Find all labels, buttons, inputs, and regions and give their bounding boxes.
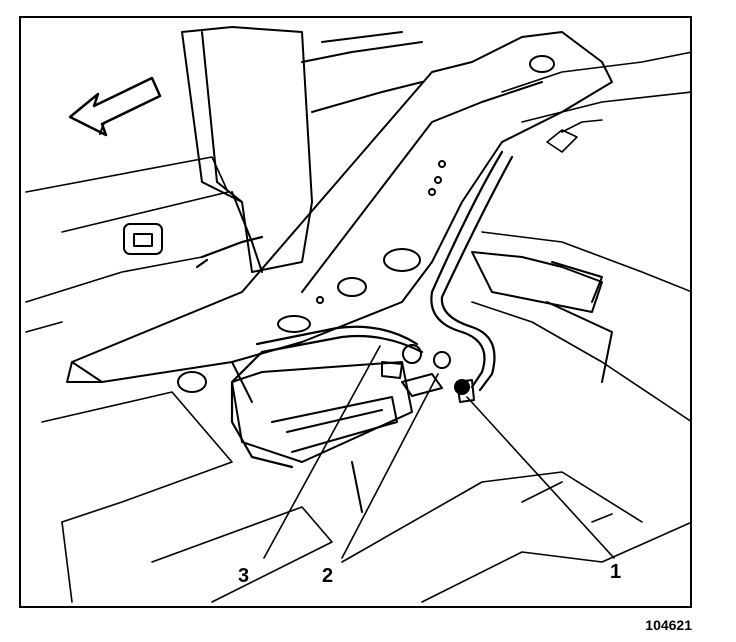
callout-leaders (263, 345, 615, 559)
leader-3 (263, 345, 381, 559)
figure-id-label: 104621 (645, 617, 692, 633)
floor-panel (25, 51, 690, 603)
line-drawing (25, 26, 690, 603)
callout-1: 1 (610, 561, 622, 583)
leader-1 (466, 396, 615, 559)
diagram-frame (19, 16, 692, 608)
callout-2: 2 (322, 565, 334, 587)
line-fittings (381, 344, 475, 403)
body-pillar (181, 26, 423, 273)
callout-3: 3 (238, 565, 250, 587)
leader-2 (341, 373, 439, 559)
mounting-bracket (231, 251, 613, 513)
frame-rail (66, 31, 613, 403)
direction-arrow-icon (68, 76, 162, 137)
